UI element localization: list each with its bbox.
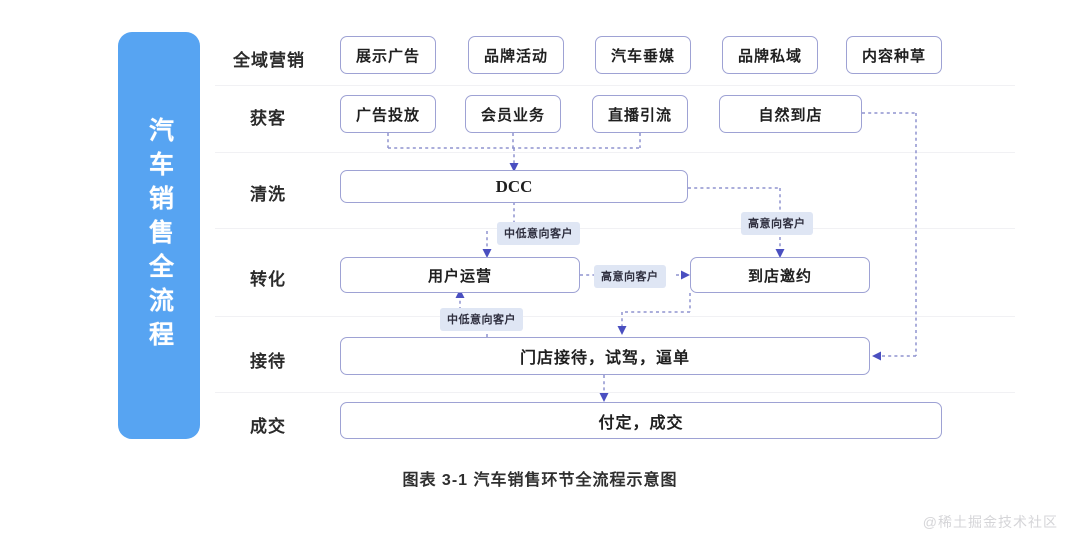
node-content-seeding[interactable]: 内容种草 — [846, 36, 942, 74]
node-brand-private[interactable]: 品牌私域 — [722, 36, 818, 74]
row-label-acquisition: 获客 — [250, 109, 286, 128]
edge-label-reception-to-user-ops: 中低意向客户 — [440, 308, 523, 331]
row-label-conversion: 转化 — [250, 270, 286, 289]
row-divider — [215, 228, 1015, 229]
edge-label-dcc-to-invite: 高意向客户 — [741, 212, 813, 235]
watermark: @稀土掘金技术社区 — [922, 514, 1058, 530]
row-divider — [215, 152, 1015, 153]
row-divider — [215, 392, 1015, 393]
banner-label: 汽车销售全流程 — [145, 116, 173, 355]
figure-caption: 图表 3-1 汽车销售环节全流程示意图 — [402, 472, 678, 489]
vertical-banner: 汽车销售全流程 — [118, 32, 200, 439]
node-live-stream[interactable]: 直播引流 — [592, 95, 688, 133]
node-brand-campaign[interactable]: 品牌活动 — [468, 36, 564, 74]
node-auto-vertical[interactable]: 汽车垂媒 — [595, 36, 691, 74]
node-user-operation[interactable]: 用户运营 — [340, 257, 580, 293]
edge-label-user-ops-to-invite: 高意向客户 — [594, 265, 666, 288]
node-store-reception[interactable]: 门店接待，试驾，逼单 — [340, 337, 870, 375]
node-walk-in[interactable]: 自然到店 — [719, 95, 862, 133]
row-label-marketing: 全域营销 — [233, 51, 305, 70]
node-display-ads[interactable]: 展示广告 — [340, 36, 436, 74]
row-label-deal: 成交 — [250, 417, 286, 436]
edge-label-dcc-to-user-ops: 中低意向客户 — [497, 222, 580, 245]
node-deal-closed[interactable]: 付定，成交 — [340, 402, 942, 439]
row-label-cleaning: 清洗 — [250, 185, 286, 204]
row-label-reception: 接待 — [250, 352, 286, 371]
row-divider — [215, 85, 1015, 86]
node-ad-placement[interactable]: 广告投放 — [340, 95, 436, 133]
node-dcc[interactable]: DCC — [340, 170, 688, 203]
row-divider — [215, 316, 1015, 317]
node-store-invite[interactable]: 到店邀约 — [690, 257, 870, 293]
node-member-business[interactable]: 会员业务 — [465, 95, 561, 133]
